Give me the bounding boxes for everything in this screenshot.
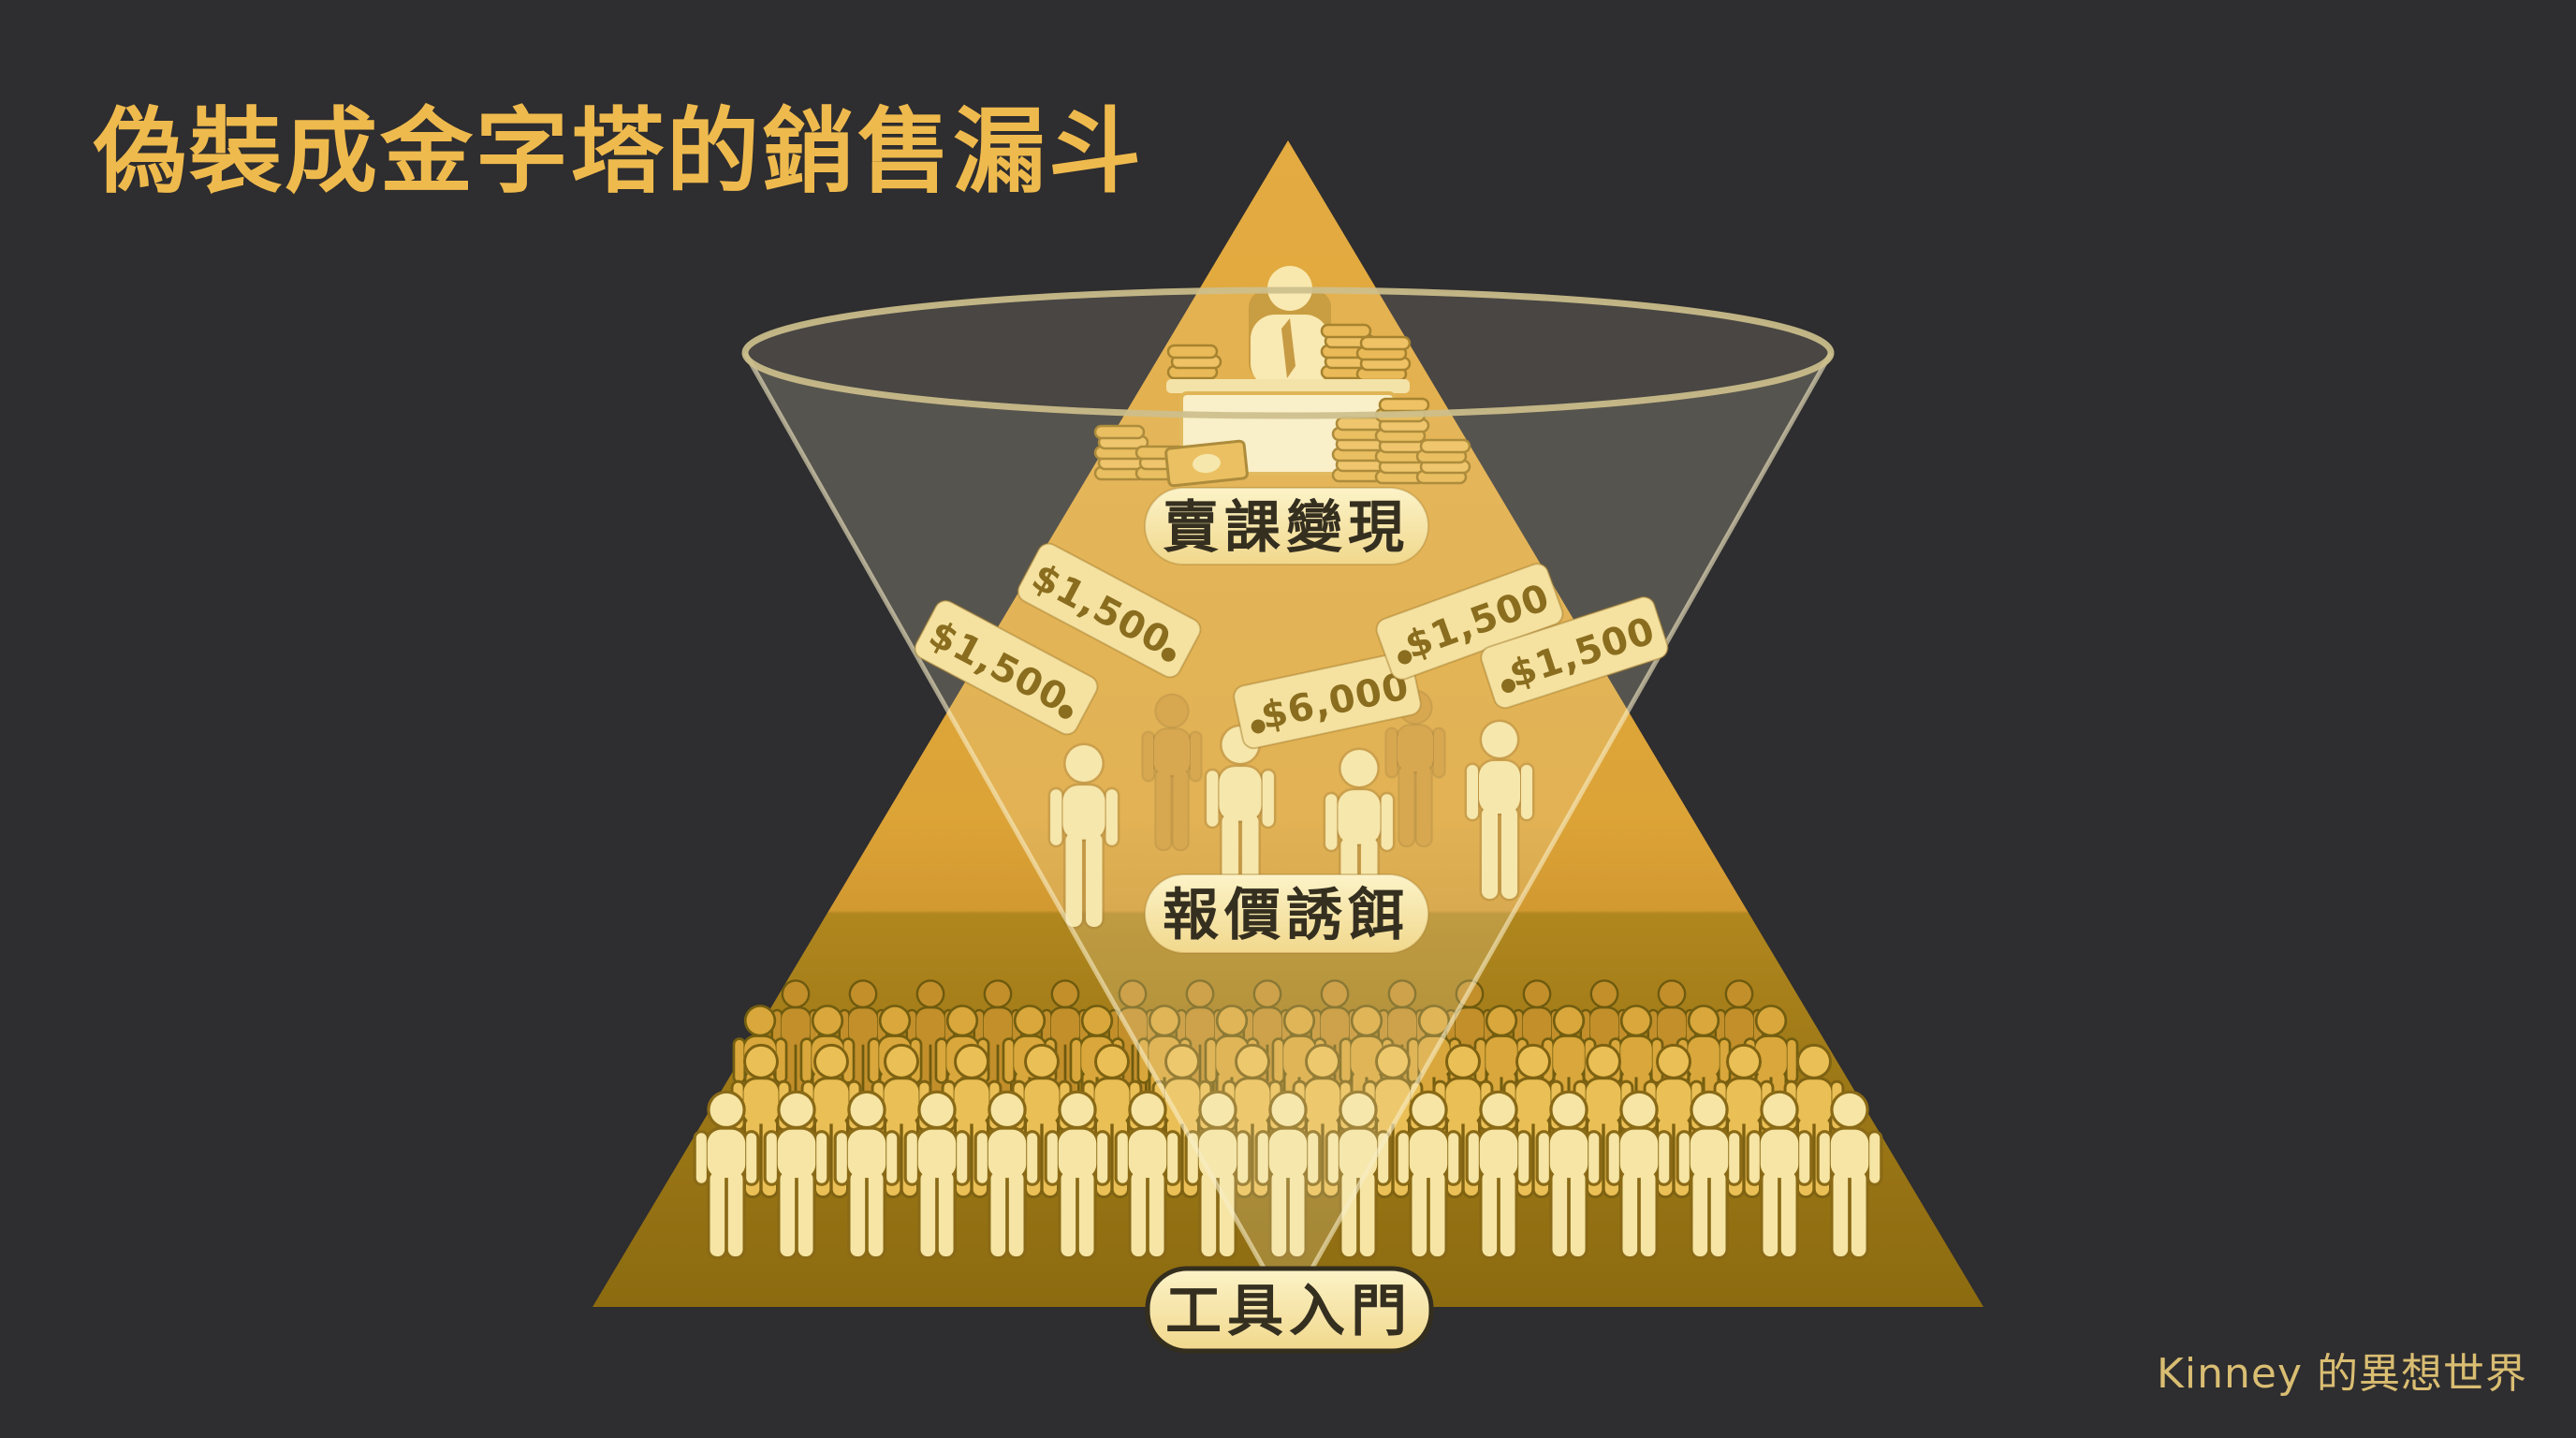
coin-stack-icon <box>1093 424 1146 440</box>
tier-pill-middle: 報價誘餌 <box>1144 873 1429 954</box>
watermark: Kinney 的異想世界 <box>2157 1350 2527 1398</box>
coin-stack-icon <box>1166 344 1219 360</box>
funnel-right-edge <box>1285 351 1834 1313</box>
pill-background <box>1144 487 1429 565</box>
funnel-rim <box>741 286 1835 419</box>
tag-hole <box>1251 719 1266 734</box>
coin-stack-icon <box>1320 323 1372 339</box>
tier-pill-top: 賣課變現 <box>1144 487 1429 565</box>
tier-label-top: 賣課變現 <box>1163 495 1410 561</box>
tag-hole <box>1161 647 1176 662</box>
desk-top <box>1166 379 1410 393</box>
tag-hole <box>1398 650 1412 665</box>
tag-hole <box>1501 679 1516 694</box>
tier-label-bottom: 工具入門 <box>1165 1279 1412 1344</box>
tag-hole <box>1058 704 1073 719</box>
pill-background <box>1144 873 1429 954</box>
pill-background <box>1145 1266 1434 1354</box>
funnel-side <box>745 353 1831 1311</box>
coin-stack-icon <box>1359 335 1412 351</box>
tier-pill-bottom: 工具入門 <box>1145 1266 1434 1354</box>
coin-stack-icon <box>1378 397 1430 413</box>
coin-stacks <box>1166 323 1412 382</box>
funnel-opening <box>745 290 1831 416</box>
banknote-icon <box>1164 439 1249 488</box>
funnel-cone-icon <box>741 286 1835 1313</box>
page-title: 偽裝成金字塔的銷售漏斗 <box>93 98 1144 206</box>
funnel-left-edge <box>742 351 1291 1313</box>
tier-label-middle: 報價誘餌 <box>1163 883 1410 948</box>
seller-at-desk-scene <box>1093 266 1471 488</box>
coin-stack-icon <box>1419 438 1471 454</box>
necktie-icon <box>1281 318 1295 378</box>
